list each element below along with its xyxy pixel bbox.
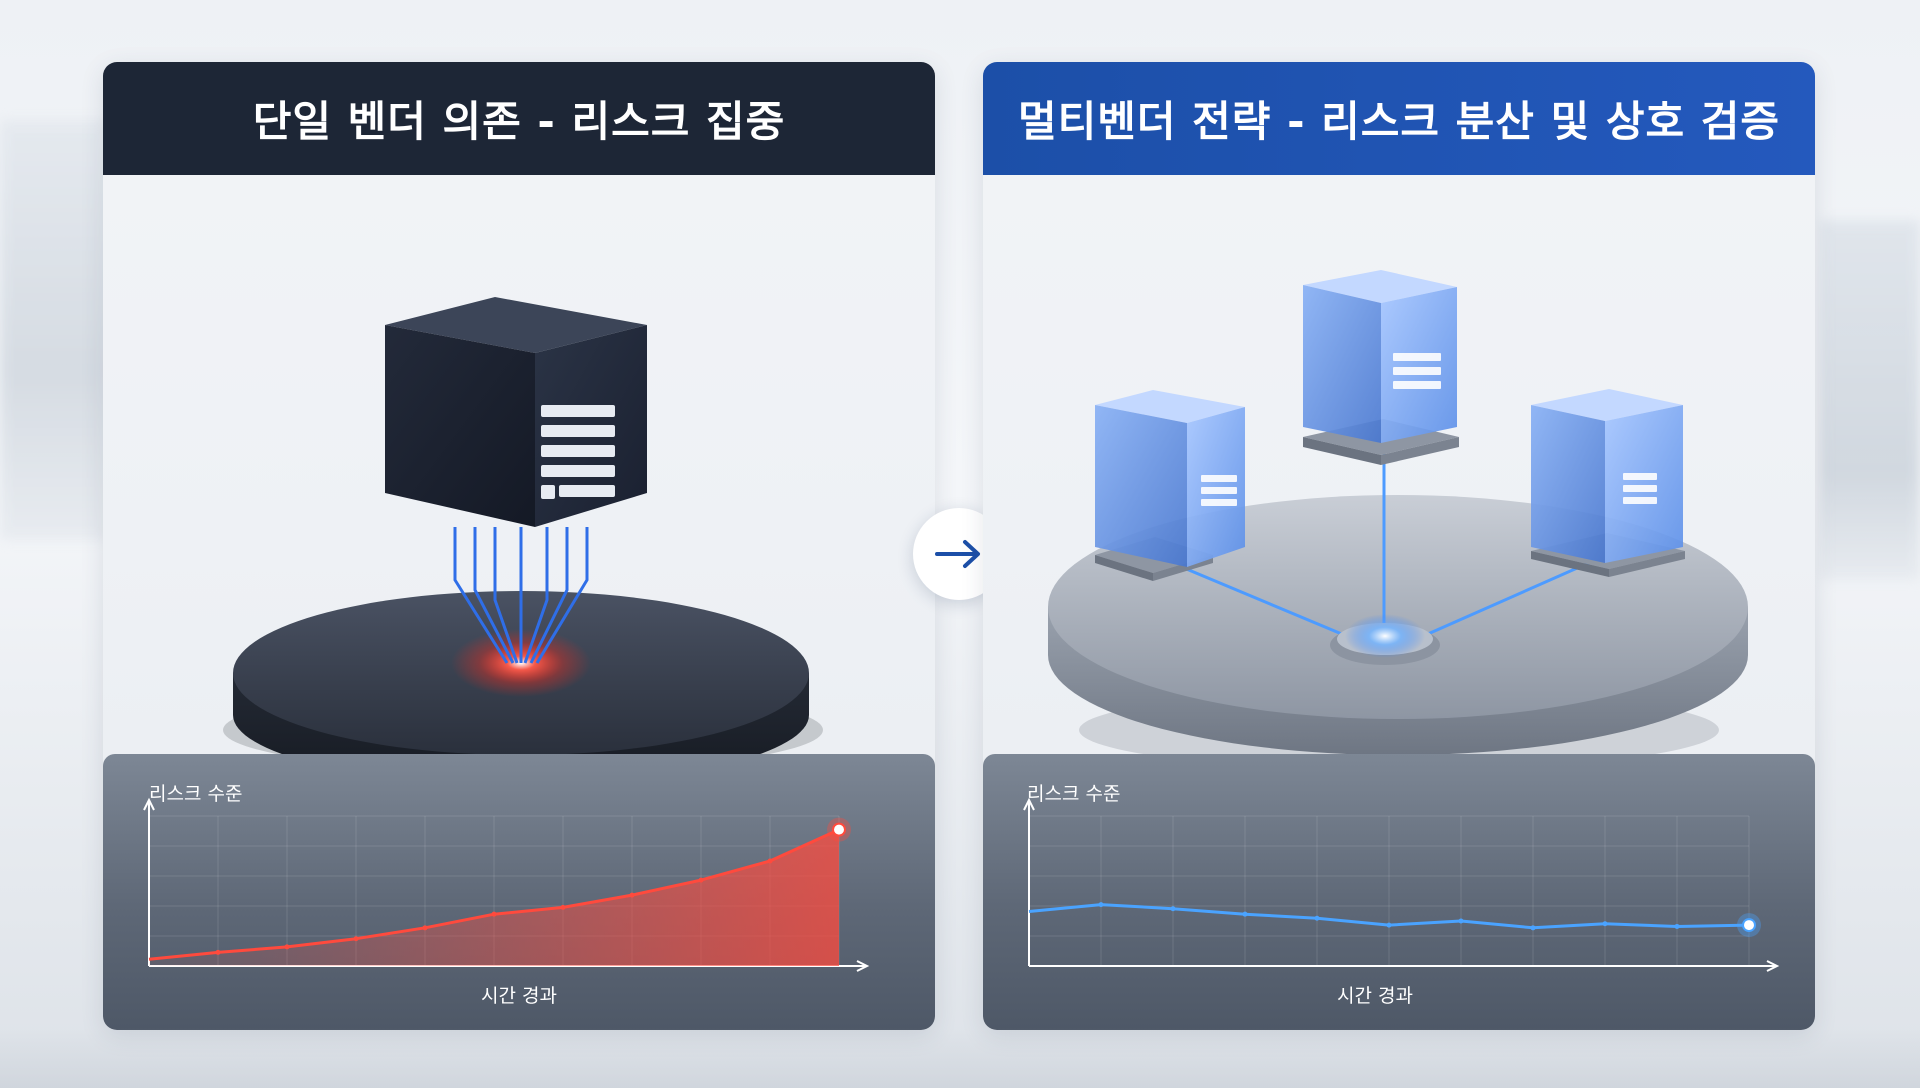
data-point	[1170, 906, 1176, 912]
data-point	[1674, 923, 1680, 929]
data-point	[1458, 918, 1464, 924]
x-axis-arrow	[856, 960, 870, 972]
background-blur-left	[0, 120, 110, 540]
data-point	[767, 858, 773, 864]
list-document-icon	[1201, 475, 1237, 506]
vendor-cube-top	[1303, 270, 1459, 465]
chart-y-label: 리스크 수준	[1027, 783, 1120, 805]
endpoint-marker	[832, 822, 846, 837]
multi-vendor-title: 멀티벤더 전략 - 리스크 분산 및 상호 검증	[983, 62, 1815, 175]
data-point	[1314, 915, 1320, 921]
risk-chart-right: 리스크 수준 시간 경과	[1023, 783, 1780, 1007]
single-vendor-title: 단일 벤더 의존 - 리스크 집중	[103, 62, 935, 175]
data-point	[1602, 921, 1608, 927]
arrow-right-icon	[935, 540, 980, 568]
y-axis-arrow	[143, 797, 155, 811]
list-document-icon	[1623, 473, 1657, 504]
risk-area	[149, 829, 839, 966]
data-point	[491, 911, 497, 917]
data-point	[629, 892, 635, 898]
converging-wires	[453, 527, 589, 664]
list-document-icon	[1393, 353, 1441, 389]
single-vendor-illustration	[223, 297, 823, 785]
single-vendor-risk-chart: 리스크 수준 시간 경과	[103, 754, 935, 1030]
data-point	[1242, 911, 1248, 917]
chart-x-label: 시간 경과	[1337, 985, 1413, 1007]
data-point	[1530, 925, 1536, 931]
multi-vendor-illustration	[1048, 270, 1748, 770]
chart-y-label: 리스크 수준	[149, 783, 242, 805]
multi-vendor-risk-chart: 리스크 수준 시간 경과	[983, 754, 1815, 1030]
single-vendor-panel: 단일 벤더 의존 - 리스크 집중	[103, 62, 935, 1030]
data-point	[353, 936, 359, 942]
data-point	[422, 925, 428, 931]
y-axis-arrow	[1023, 797, 1035, 811]
chart-grid	[1029, 815, 1750, 966]
floor-reflection	[0, 1028, 1920, 1088]
list-document-icon	[541, 405, 615, 499]
data-point	[215, 949, 221, 955]
vendor-cube-right	[1531, 389, 1685, 577]
vendor-cube-left	[1095, 390, 1245, 581]
central-hub	[1330, 614, 1440, 665]
data-point	[284, 944, 290, 950]
risk-chart-left: 리스크 수준 시간 경과	[143, 783, 870, 1007]
data-point	[698, 877, 704, 883]
data-point	[1098, 902, 1104, 908]
background-blur-right	[1820, 220, 1920, 580]
multi-vendor-panel: 멀티벤더 전략 - 리스크 분산 및 상호 검증	[983, 62, 1815, 1030]
x-axis-arrow	[1766, 960, 1780, 972]
data-point	[560, 904, 566, 910]
chart-x-label: 시간 경과	[481, 985, 557, 1007]
endpoint-marker	[1742, 918, 1756, 933]
data-point	[1386, 922, 1392, 928]
